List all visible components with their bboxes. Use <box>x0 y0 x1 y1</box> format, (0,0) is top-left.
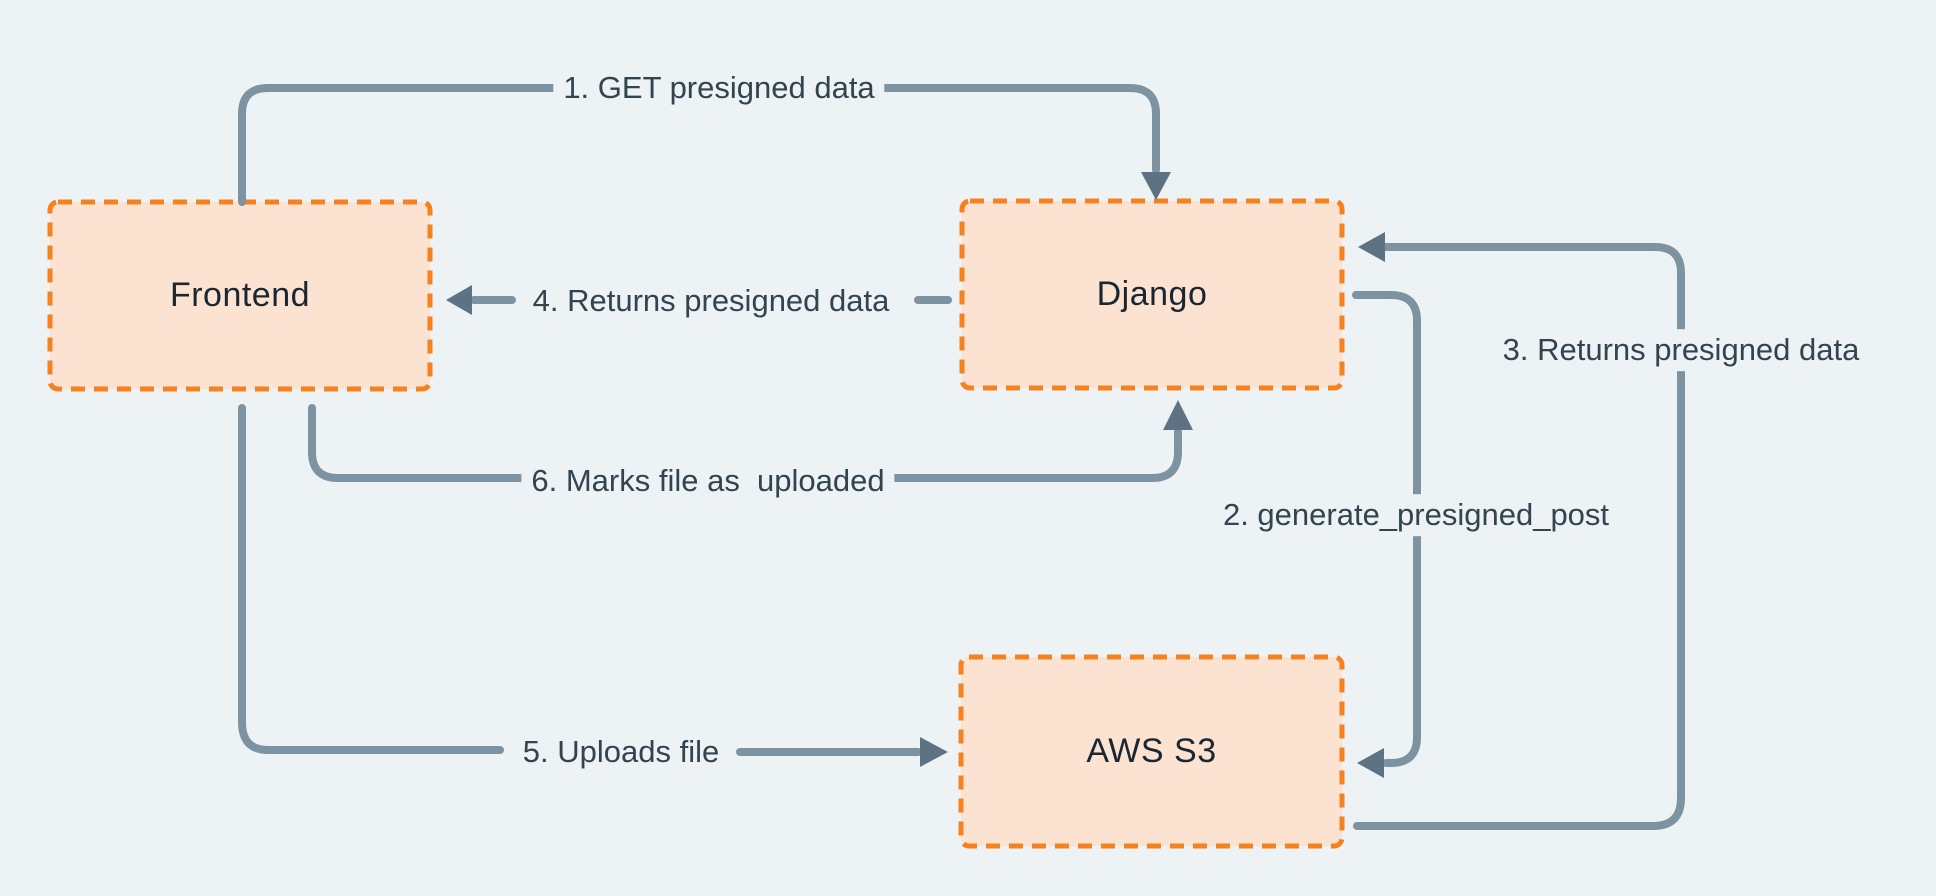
node-frontend-label: Frontend <box>169 276 311 314</box>
edge-2-label: 2. generate_presigned_post <box>1212 494 1620 536</box>
edge-6-arrowhead-up-icon <box>1163 400 1193 430</box>
node-django-box <box>959 198 1345 391</box>
node-aws-s3-box <box>958 654 1345 849</box>
edge-4-label: 4. Returns presigned data <box>522 280 900 322</box>
edge-2-arrowhead-left-icon <box>1357 748 1384 778</box>
edge-6-label: 6. Marks file as uploaded <box>521 460 895 502</box>
edge-3-line <box>1353 243 1685 830</box>
node-frontend-box <box>47 199 433 392</box>
edge-5-line <box>238 404 504 754</box>
edge-1-arrowhead-down-icon <box>1141 172 1171 200</box>
node-django-label: Django <box>1096 275 1208 313</box>
edge-1-label: 1. GET presigned data <box>553 67 885 109</box>
edge-5-label: 5. Uploads file <box>512 731 730 773</box>
edge-3-arrowhead-left-icon <box>1358 232 1385 262</box>
edge-5-arrowhead-right-icon <box>920 737 948 767</box>
node-aws-s3-label: AWS S3 <box>1086 732 1217 770</box>
edge-3-label: 3. Returns presigned data <box>1492 329 1870 371</box>
edge-4-arrowhead-left-icon <box>446 285 472 315</box>
